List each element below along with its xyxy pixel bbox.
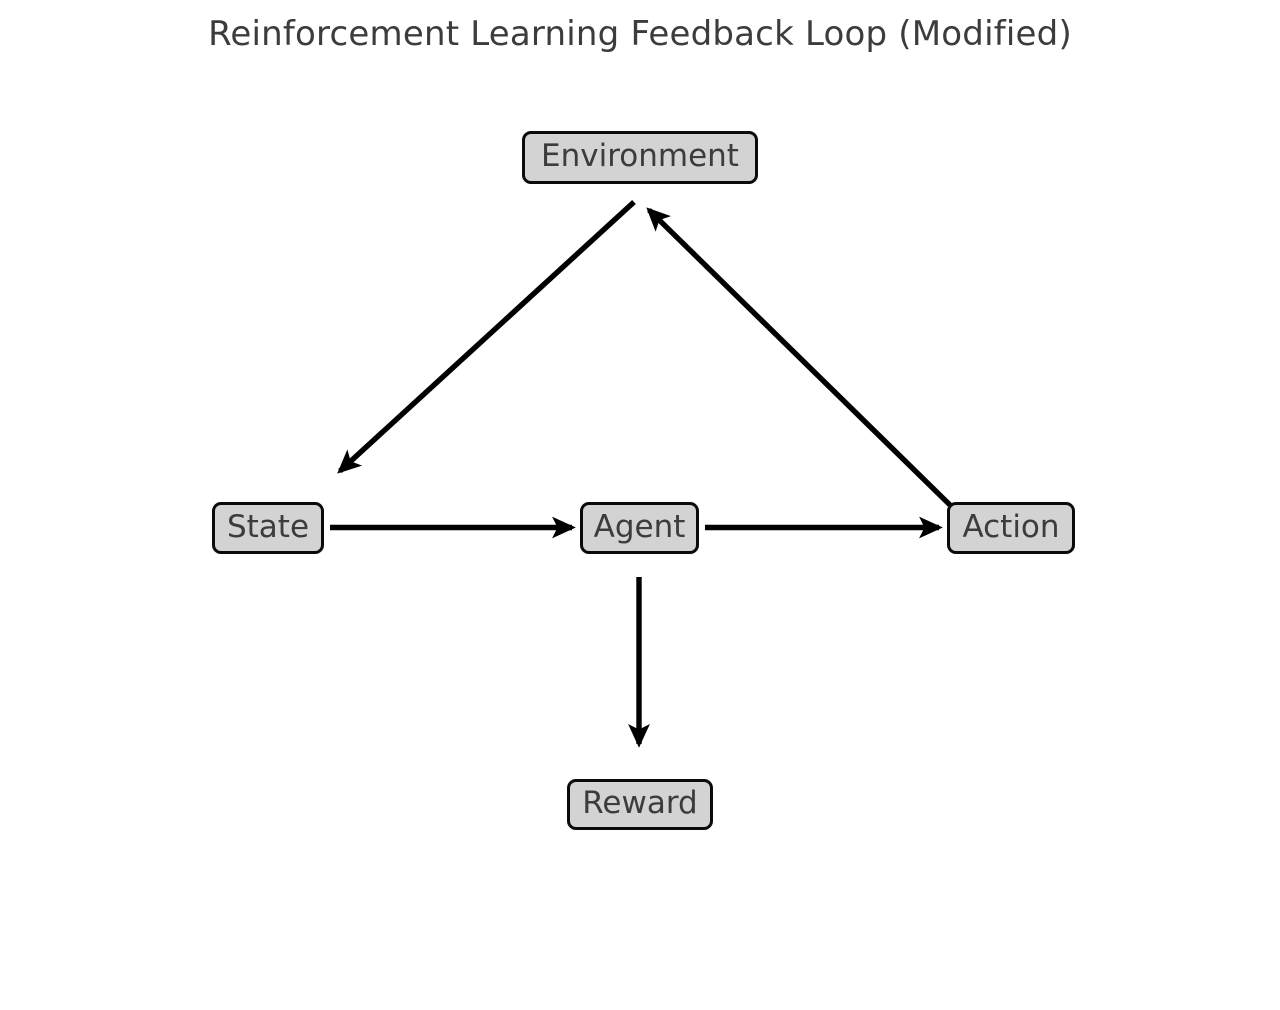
node-environment-label: Environment [541,138,739,174]
node-action[interactable]: Action [947,502,1075,554]
node-state[interactable]: State [212,502,324,554]
page-title: Reinforcement Learning Feedback Loop (Mo… [208,14,1072,54]
edge-environment-to-state [337,200,636,474]
node-agent-label: Agent [593,508,686,545]
node-environment[interactable]: Environment [522,131,758,184]
node-reward[interactable]: Reward [567,779,713,830]
edge-action-to-environment [646,207,952,507]
node-reward-label: Reward [582,785,698,821]
node-agent[interactable]: Agent [580,502,699,554]
node-state-label: State [226,508,310,545]
node-action-label: Action [962,508,1060,545]
